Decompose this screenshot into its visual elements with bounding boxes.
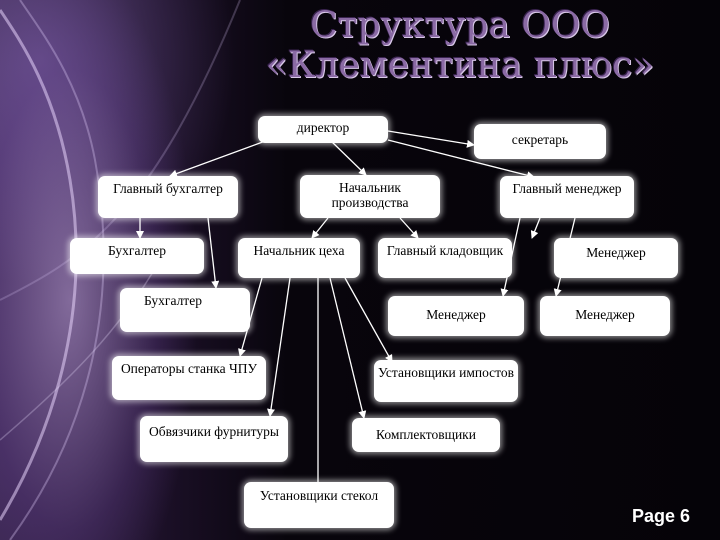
box-cnc-operators-label: Операторы станка ЧПУ [120,361,258,376]
box-secretary: секретарь [474,124,606,159]
box-manager-2-label: Менеджер [426,307,486,322]
title-line-1: Структура ООО [310,5,610,46]
connector-production-head-shop-head [311,217,329,239]
box-fitting-binders-label: Обвязчики фурнитуры [149,424,279,439]
connector-director-chief-manager [387,139,535,180]
box-director: директор [258,116,388,143]
box-production-head-label: Начальник производства [331,180,409,210]
box-accountant-1: Бухгалтер [70,238,204,274]
box-glass-installers-label: Установщики стекол [259,488,379,503]
box-accountant-2-label: Бухгалтер [144,293,202,308]
box-accountant-2: Бухгалтер [120,288,250,332]
box-manager-1: Менеджер [554,238,678,278]
box-manager-3: Менеджер [540,296,670,336]
box-director-label: директор [296,120,350,135]
page-number: Page 6 [632,506,691,526]
connector-shop-head-impost-installers [344,277,393,363]
box-shop-head-label: Начальник цеха [253,243,345,258]
connector-director-production-head [329,139,367,176]
connector-shop-head-fitting-binders [267,277,291,417]
box-fitting-binders: Обвязчики фурнитуры [140,416,288,462]
connector-shop-head-packers [329,277,367,419]
box-chief-accountant-label: Главный бухгалтер [113,181,223,196]
connector-chief-accountant-accountant-2 [207,217,220,289]
box-packers: Комплектовщики [352,418,500,452]
box-chief-manager-label: Главный менеджер [512,181,622,196]
box-impost-installers-label: Установщики импостов [377,365,515,380]
box-manager-1-label: Менеджер [586,245,646,260]
box-impost-installers: Установщики импостов [374,360,518,402]
box-secretary-label: секретарь [511,132,569,147]
connector-director-secretary [387,130,475,148]
box-packers-label: Комплектовщики [376,427,476,442]
box-chief-storekeeper-label: Главный кладовщик [386,243,504,258]
connector-director-chief-accountant [169,139,269,178]
slide-title: Структура ООО «Клементина плюс» [240,6,680,86]
connector-chief-manager-manager-1 [530,217,541,239]
box-manager-2: Менеджер [388,296,524,336]
box-glass-installers: Установщики стекол [244,482,394,528]
box-chief-storekeeper: Главный кладовщик [378,238,512,278]
box-accountant-1-label: Бухгалтер [108,243,166,258]
box-cnc-operators: Операторы станка ЧПУ [112,356,266,400]
box-production-head: Начальник производства [300,175,440,218]
box-chief-accountant: Главный бухгалтер [98,176,238,218]
title-line-2: «Клементина плюс» [265,45,655,86]
box-manager-3-label: Менеджер [575,307,635,322]
box-chief-manager: Главный менеджер [500,176,634,218]
box-shop-head: Начальник цеха [238,238,360,278]
connector-shop-head-cnc-operators [238,277,263,357]
connector-production-head-chief-storekeeper [399,217,419,239]
